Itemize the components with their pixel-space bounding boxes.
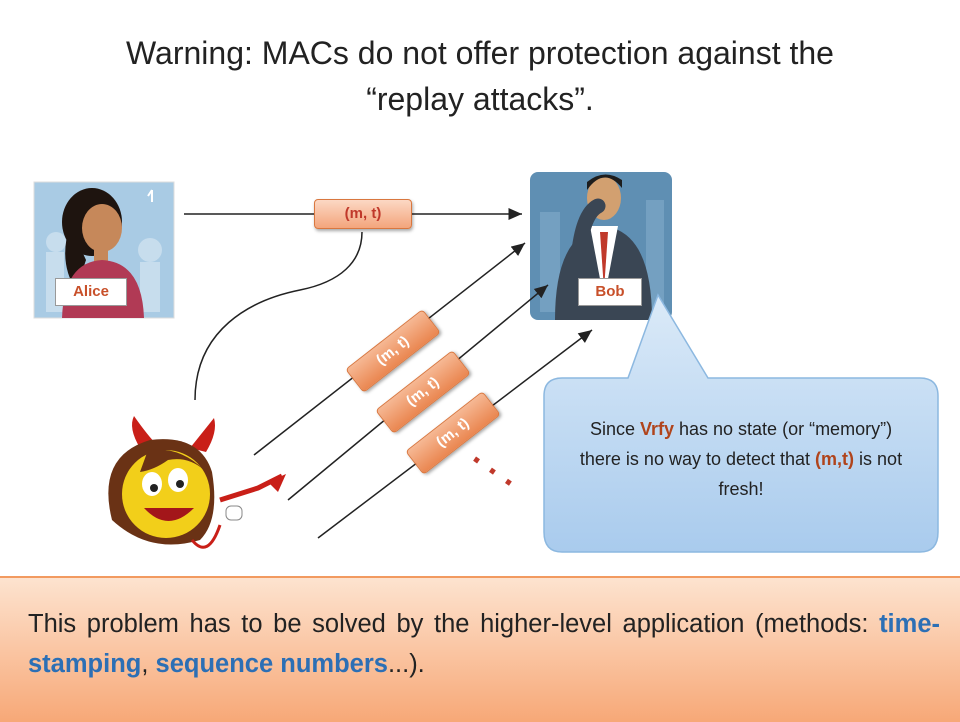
bottom-part-1: This problem has to be solved by the hig… bbox=[28, 610, 880, 638]
title-line-1: Warning: MACs do not offer protection ag… bbox=[126, 35, 834, 71]
bottom-banner-text: This problem has to be solved by the hig… bbox=[28, 604, 940, 684]
music-note-icon bbox=[147, 189, 153, 202]
devil-eve-icon bbox=[108, 416, 286, 549]
message-box: (m, t) bbox=[314, 199, 412, 229]
callout-bubble bbox=[543, 293, 939, 553]
bottom-sequence-numbers: sequence numbers bbox=[155, 650, 388, 678]
bob-label: Bob bbox=[578, 278, 642, 306]
title-line-2: “replay attacks”. bbox=[366, 81, 594, 117]
bottom-part-2: ...). bbox=[387, 650, 425, 678]
bottom-time-stamping: time-stamping bbox=[28, 610, 940, 678]
intercept-curve bbox=[194, 231, 363, 401]
callout-mt: (m,t) bbox=[815, 449, 855, 469]
bottom-separator: , bbox=[141, 650, 156, 678]
alice-label: Alice bbox=[55, 278, 127, 306]
callout-text: Since Vrfy has no state (or “memory”) th… bbox=[568, 414, 914, 504]
slide-title: Warning: MACs do not offer protection ag… bbox=[40, 30, 920, 122]
callout-part-2: has no state (or “memory”) there is no w… bbox=[579, 419, 893, 469]
callout-part-3: is not fresh! bbox=[718, 449, 903, 499]
callout-vrfy: Vrfy bbox=[639, 419, 674, 439]
bottom-banner bbox=[0, 576, 960, 722]
callout-part-1: Since bbox=[589, 419, 640, 439]
